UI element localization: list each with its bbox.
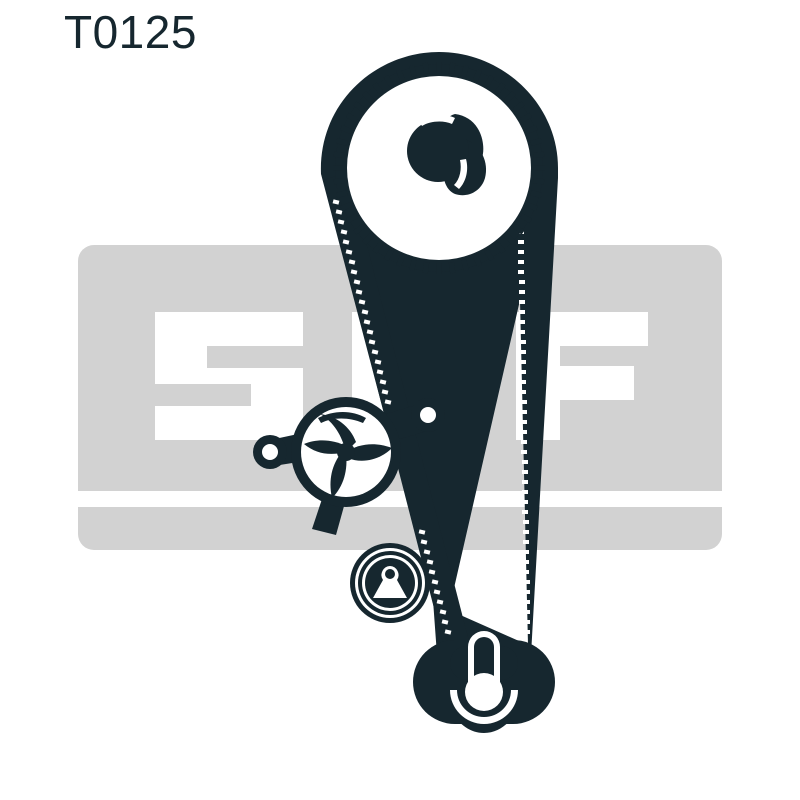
gear-teeth [333, 62, 545, 274]
belt-teeth-right [518, 200, 530, 634]
watermark-stripe [78, 491, 722, 507]
tensioner-pulley [350, 543, 430, 623]
tensioner-hub-glyph [373, 566, 407, 598]
part-number-label: T0125 [64, 6, 197, 58]
belt-teeth-left [332, 199, 452, 635]
impeller-blades [304, 414, 392, 498]
watermark-letter-f [516, 312, 648, 440]
watermark-letter-s [155, 312, 303, 440]
crankshaft-pulley [413, 631, 555, 724]
water-pump [253, 397, 445, 535]
gear-hub [407, 114, 487, 196]
camshaft-timing-gear [333, 62, 545, 274]
